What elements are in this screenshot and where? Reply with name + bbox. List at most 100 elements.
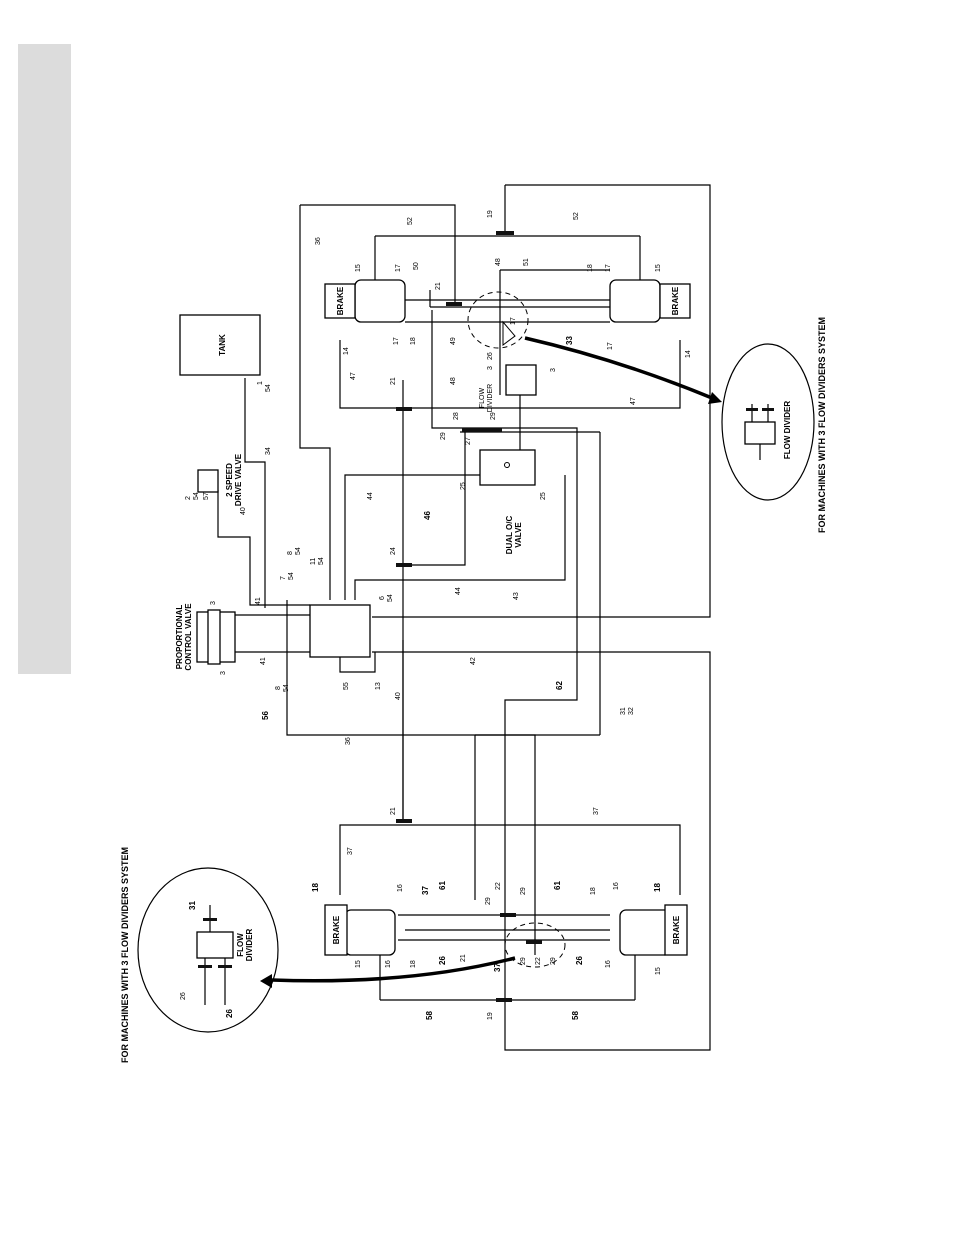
- dual-oc-label-1: DUAL O/C: [505, 516, 514, 555]
- label-26d: 26: [180, 992, 187, 1000]
- label-17c: 17: [393, 337, 400, 345]
- flow-divider-small-label-1: FLOW: [479, 388, 486, 409]
- label-24: 24: [390, 547, 397, 555]
- inset-left-label-1: FLOW: [236, 933, 245, 957]
- label-47b: 47: [630, 397, 637, 405]
- label-1: 1: [257, 381, 264, 385]
- label-3d: 3: [220, 671, 227, 675]
- label-18e: 18: [653, 883, 662, 892]
- label-18d: 18: [590, 887, 597, 895]
- label-61a: 61: [438, 881, 447, 890]
- callout-arrows: [260, 336, 722, 988]
- label-11: 11: [310, 558, 317, 565]
- label-54d: 54: [318, 557, 325, 565]
- dual-oc-label-2: VALVE: [514, 522, 523, 548]
- label-37d: 37: [493, 963, 502, 972]
- label-15b: 15: [655, 264, 662, 272]
- label-15a: 15: [355, 264, 362, 272]
- label-25b: 25: [540, 492, 547, 500]
- label-17b: 17: [605, 264, 612, 272]
- label-22a: 22: [495, 882, 502, 890]
- label-54g: 54: [283, 684, 290, 692]
- label-21c: 21: [390, 807, 397, 815]
- page-margin-bar: [18, 44, 71, 674]
- label-16a: 16: [397, 884, 404, 892]
- label-18c: 18: [311, 883, 320, 892]
- label-40a: 40: [240, 507, 247, 515]
- motor-lower-right: BRAKE: [619, 904, 688, 956]
- label-22b: 22: [535, 957, 542, 965]
- label-18b: 18: [410, 337, 417, 345]
- label-3a: 3: [487, 366, 494, 370]
- label-52a: 52: [407, 217, 414, 225]
- motor-upper-right: BRAKE: [609, 279, 691, 323]
- label-8a: 8: [287, 551, 294, 555]
- label-37b: 37: [593, 807, 600, 815]
- label-16d: 16: [605, 960, 612, 968]
- label-27: 27: [465, 437, 472, 445]
- dual-oc-valve: DUAL O/C VALVE: [479, 449, 536, 555]
- label-3c: 3: [210, 601, 217, 605]
- pcv-label-1: PROPORTIONAL: [175, 605, 184, 670]
- inset-left-label-2: DIVIDER: [245, 929, 254, 962]
- fittings: [396, 231, 542, 1002]
- label-62: 62: [555, 681, 564, 690]
- label-17e: 17: [607, 342, 614, 350]
- tank: TANK: [179, 314, 261, 376]
- label-18f: 18: [410, 960, 417, 968]
- label-29e: 29: [520, 957, 527, 965]
- label-46: 46: [423, 511, 432, 520]
- label-8b: 8: [275, 686, 282, 690]
- label-52b: 52: [573, 212, 580, 220]
- label-16b: 16: [613, 882, 620, 890]
- label-33: 33: [565, 336, 574, 345]
- tank-label: TANK: [218, 334, 227, 356]
- label-50: 50: [413, 262, 420, 270]
- line-labels: 1 54 34 2 54 57 40 36 52 52 19 15 17 50 …: [180, 210, 692, 1020]
- brake-label-lr: BRAKE: [672, 915, 681, 944]
- label-54f: 54: [387, 594, 394, 602]
- caption-right: FOR MACHINES WITH 3 FLOW DIVIDERS SYSTEM: [817, 317, 827, 533]
- flow-divider-small-label-2: DIVIDER: [487, 384, 494, 412]
- label-51: 51: [523, 258, 530, 266]
- label-26a: 26: [487, 352, 494, 360]
- label-31a: 31: [620, 707, 627, 715]
- label-13: 13: [375, 682, 382, 690]
- label-36a: 36: [315, 237, 322, 245]
- label-28: 28: [453, 412, 460, 420]
- label-26b: 26: [438, 956, 447, 965]
- pcv-label-2: CONTROL VALVE: [184, 603, 193, 671]
- label-54c: 54: [295, 547, 302, 555]
- label-2: 2: [185, 496, 192, 500]
- two-speed-drive-valve: 2 SPEED DRIVE VALVE: [197, 453, 243, 506]
- label-49: 49: [450, 337, 457, 345]
- label-15d: 15: [655, 967, 662, 975]
- label-36b: 36: [345, 737, 352, 745]
- label-17a: 17: [395, 264, 402, 272]
- label-3b: 3: [550, 368, 557, 372]
- label-41a: 41: [255, 597, 262, 605]
- inset-right-label: FLOW DIVIDER: [783, 401, 792, 459]
- label-14a: 14: [343, 347, 350, 355]
- label-29b: 29: [440, 432, 447, 440]
- label-44b: 44: [455, 587, 462, 595]
- label-58b: 58: [571, 1011, 580, 1020]
- label-48b: 48: [450, 377, 457, 385]
- motor-lower-left: BRAKE: [324, 904, 396, 956]
- label-42: 42: [470, 657, 477, 665]
- label-54b: 54: [193, 492, 200, 500]
- label-25a: 25: [460, 482, 467, 490]
- label-41b: 41: [260, 657, 267, 665]
- label-37a: 37: [347, 847, 354, 855]
- label-54e: 54: [288, 572, 295, 580]
- two-speed-label-1: 2 SPEED: [225, 463, 234, 497]
- label-21d: 21: [460, 954, 467, 962]
- label-15c: 15: [355, 960, 362, 968]
- label-58a: 58: [425, 1011, 434, 1020]
- label-57: 57: [203, 492, 210, 500]
- label-37c: 37: [421, 886, 430, 895]
- caption-left: FOR MACHINES WITH 3 FLOW DIVIDERS SYSTEM: [120, 847, 130, 1063]
- brake-label-ur: BRAKE: [671, 286, 680, 315]
- label-29d: 29: [520, 887, 527, 895]
- label-14b: 14: [685, 350, 692, 358]
